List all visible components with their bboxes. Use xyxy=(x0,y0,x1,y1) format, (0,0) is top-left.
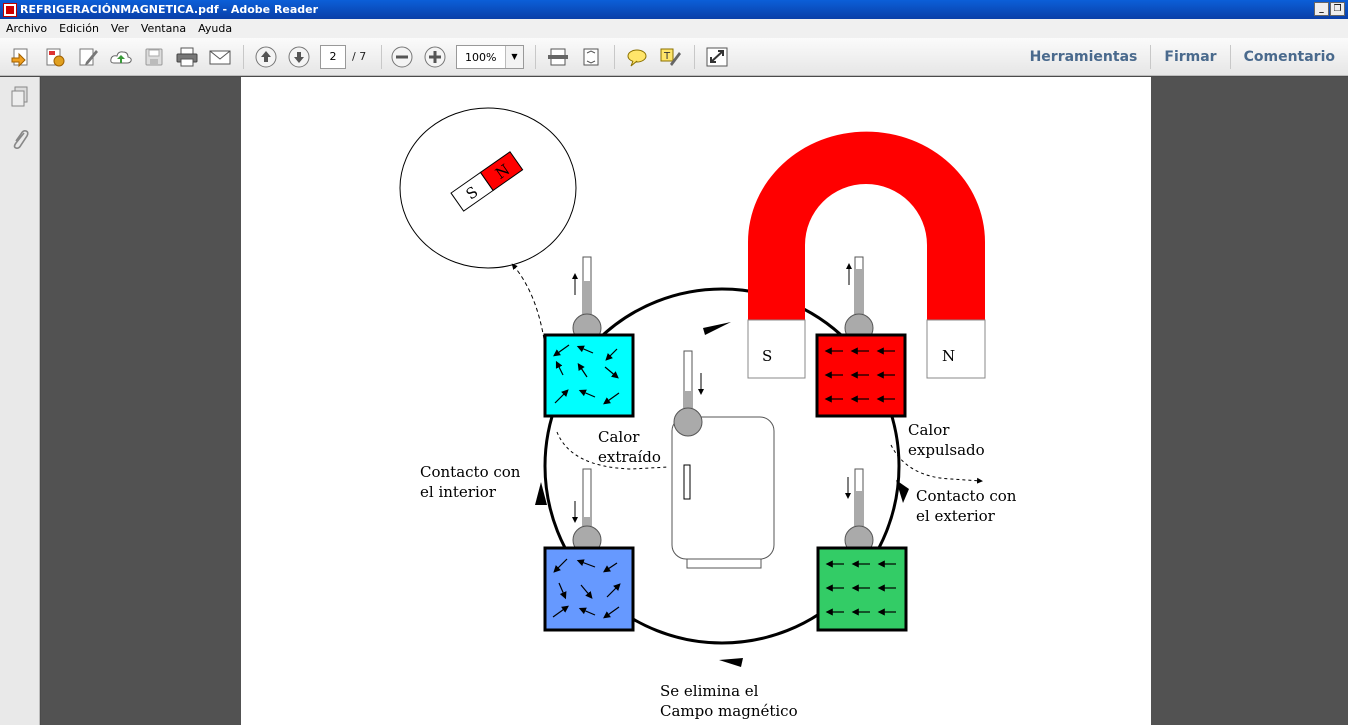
calor-extraido-arrow xyxy=(556,431,670,470)
calor-expulsado-arrow xyxy=(890,444,983,484)
minimize-button[interactable]: _ xyxy=(1314,2,1329,16)
contacto-exterior-label-1: Contacto con xyxy=(916,487,1017,505)
navigation-panel xyxy=(0,77,40,725)
edit-pdf-icon[interactable] xyxy=(76,46,100,68)
green-block xyxy=(816,546,908,632)
magnet-n-label: N xyxy=(942,347,955,365)
previous-page-icon[interactable] xyxy=(254,46,278,68)
create-pdf-icon[interactable] xyxy=(43,46,67,68)
zoom-in-icon[interactable] xyxy=(423,46,447,68)
cycle-arrow-bottom xyxy=(719,658,743,667)
comentario-link[interactable]: Comentario xyxy=(1229,45,1348,69)
svg-text:T: T xyxy=(663,51,671,62)
zoom-out-icon[interactable] xyxy=(390,46,414,68)
print-icon[interactable] xyxy=(175,46,199,68)
contacto-interior-label-1: Contacto con xyxy=(420,463,521,481)
calor-expulsado-label-2: expulsado xyxy=(908,441,985,459)
cycle-circle xyxy=(543,287,901,645)
compass-needle: S N xyxy=(450,151,524,212)
toolbar: T xyxy=(0,38,1348,76)
page-number-input[interactable]: 2 xyxy=(320,45,346,69)
fit-page-icon[interactable] xyxy=(579,46,603,68)
title-bar: REFRIGERACIÓNMAGNETICA.pdf - Adobe Reade… xyxy=(0,0,1348,19)
firmar-link[interactable]: Firmar xyxy=(1150,45,1229,69)
herramientas-link[interactable]: Herramientas xyxy=(1029,49,1138,65)
menu-edicion[interactable]: Edición xyxy=(59,22,99,35)
restore-button[interactable]: ❐ xyxy=(1330,2,1345,16)
cyan-block-arrows xyxy=(553,344,620,405)
refrigerator xyxy=(671,350,775,569)
right-toolbar-links: Herramientas Firmar Comentario xyxy=(1017,38,1348,76)
thermometer-blue xyxy=(572,468,602,555)
chevron-down-icon[interactable]: ▼ xyxy=(505,46,523,68)
magnet-s-pole xyxy=(747,319,806,379)
thermometer-green xyxy=(844,468,874,555)
menu-ayuda[interactable]: Ayuda xyxy=(198,22,233,35)
magnet-n-pole xyxy=(926,319,986,379)
comment-icon[interactable] xyxy=(625,46,649,68)
zoom-select[interactable]: 100% ▼ xyxy=(456,45,524,69)
zoom-value: 100% xyxy=(465,51,497,64)
elimina-campo-label-1: Se elimina el xyxy=(660,682,759,700)
elimina-campo-label-2: Campo magnético xyxy=(660,702,798,720)
dashed-arrow-to-compass xyxy=(511,263,545,340)
email-icon[interactable] xyxy=(208,46,232,68)
thermometer-red xyxy=(844,256,874,343)
green-block-arrows xyxy=(825,560,896,616)
blue-block xyxy=(543,546,635,632)
next-page-icon[interactable] xyxy=(287,46,311,68)
cycle-arrow-right xyxy=(896,480,909,503)
contacto-interior-label-2: el interior xyxy=(420,483,497,501)
menu-ventana[interactable]: Ventana xyxy=(140,22,187,35)
pdf-page: S N S N xyxy=(241,77,1151,725)
contacto-exterior-label-2: el exterior xyxy=(916,507,996,525)
cycle-arrow-left xyxy=(535,482,547,505)
magnetic-refrigeration-diagram: S N S N xyxy=(399,107,1017,720)
cloud-upload-icon[interactable] xyxy=(109,46,133,68)
horseshoe-magnet xyxy=(748,131,985,320)
highlight-text-icon[interactable]: T xyxy=(658,46,682,68)
window-title: REFRIGERACIÓNMAGNETICA.pdf - Adobe Reade… xyxy=(20,3,319,16)
menu-ver[interactable]: Ver xyxy=(110,22,129,35)
menu-bar: Archivo Edición Ver Ventana Ayuda xyxy=(0,19,1348,38)
blue-block-arrows xyxy=(552,558,621,619)
fullscreen-icon[interactable] xyxy=(705,46,729,68)
adobe-reader-icon xyxy=(3,2,17,17)
fit-width-icon[interactable] xyxy=(546,46,570,68)
page-total: / 7 xyxy=(352,50,367,63)
cyan-block xyxy=(543,333,635,418)
calor-expulsado-label-1: Calor xyxy=(908,421,950,439)
cycle-arrow-top xyxy=(703,322,731,335)
red-block-arrows xyxy=(824,347,895,403)
magnet-s-label: S xyxy=(762,347,772,365)
open-file-icon[interactable] xyxy=(10,46,34,68)
attachment-icon[interactable] xyxy=(9,127,31,151)
pages-thumbnail-icon[interactable] xyxy=(9,85,31,109)
menu-archivo[interactable]: Archivo xyxy=(6,22,48,35)
save-icon[interactable] xyxy=(142,46,166,68)
calor-extraido-label-2: extraído xyxy=(598,448,661,466)
thermometer-cyan xyxy=(572,256,602,343)
calor-extraido-label-1: Calor xyxy=(598,428,640,446)
